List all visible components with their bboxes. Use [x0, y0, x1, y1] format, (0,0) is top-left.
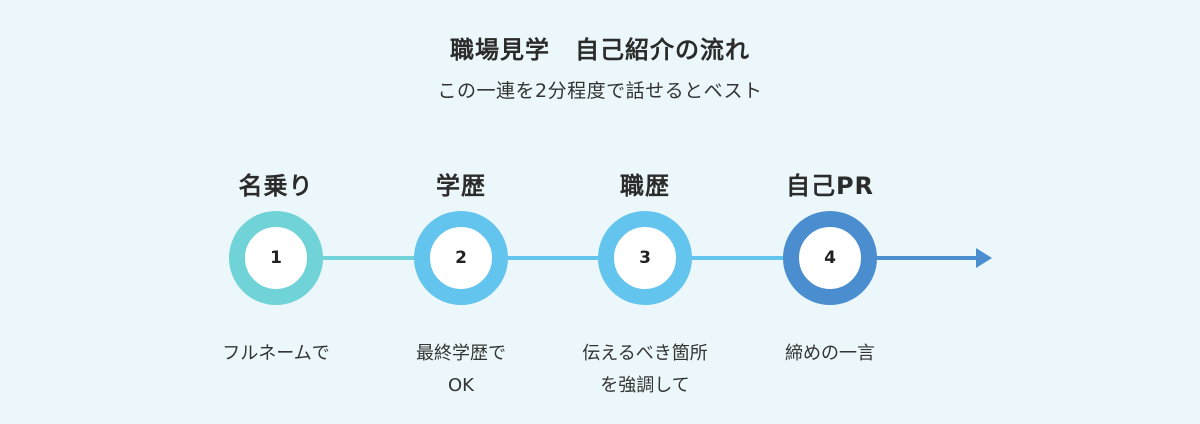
step-caption-2-line-1: 最終学歴で: [416, 343, 506, 364]
step-ring-1: [229, 211, 323, 305]
page-subtitle: この一連を2分程度で話せるとベスト: [437, 80, 763, 102]
step-caption-4-line-1: 締めの一言: [785, 343, 875, 364]
step-ring-2: [414, 211, 508, 305]
step-number-2: 2: [455, 248, 467, 268]
step-ring-3: [598, 211, 692, 305]
page-title: 職場見学 自己紹介の流れ: [450, 36, 750, 64]
step-number-3: 3: [639, 248, 651, 268]
step-caption-2: 最終学歴で OK: [361, 338, 561, 402]
step-caption-2-line-2: OK: [448, 375, 474, 396]
step-caption-3: 伝えるべき箇所 を強調して: [545, 338, 745, 402]
step-title-2: 学歴: [436, 172, 486, 200]
arrow-head-icon: [976, 248, 992, 268]
step-caption-4: 締めの一言: [730, 338, 930, 370]
step-caption-1: フルネームで: [176, 338, 376, 370]
step-caption-1-line-1: フルネームで: [222, 343, 330, 364]
step-caption-3-line-2: を強調して: [600, 375, 690, 396]
step-title-4: 自己PR: [785, 172, 875, 200]
step-title-1: 名乗り: [238, 172, 314, 200]
step-caption-3-line-1: 伝えるべき箇所: [582, 343, 708, 364]
step-title-3: 職歴: [620, 172, 670, 200]
step-ring-4: [783, 211, 877, 305]
step-number-1: 1: [270, 248, 282, 268]
step-number-4: 4: [824, 248, 836, 268]
